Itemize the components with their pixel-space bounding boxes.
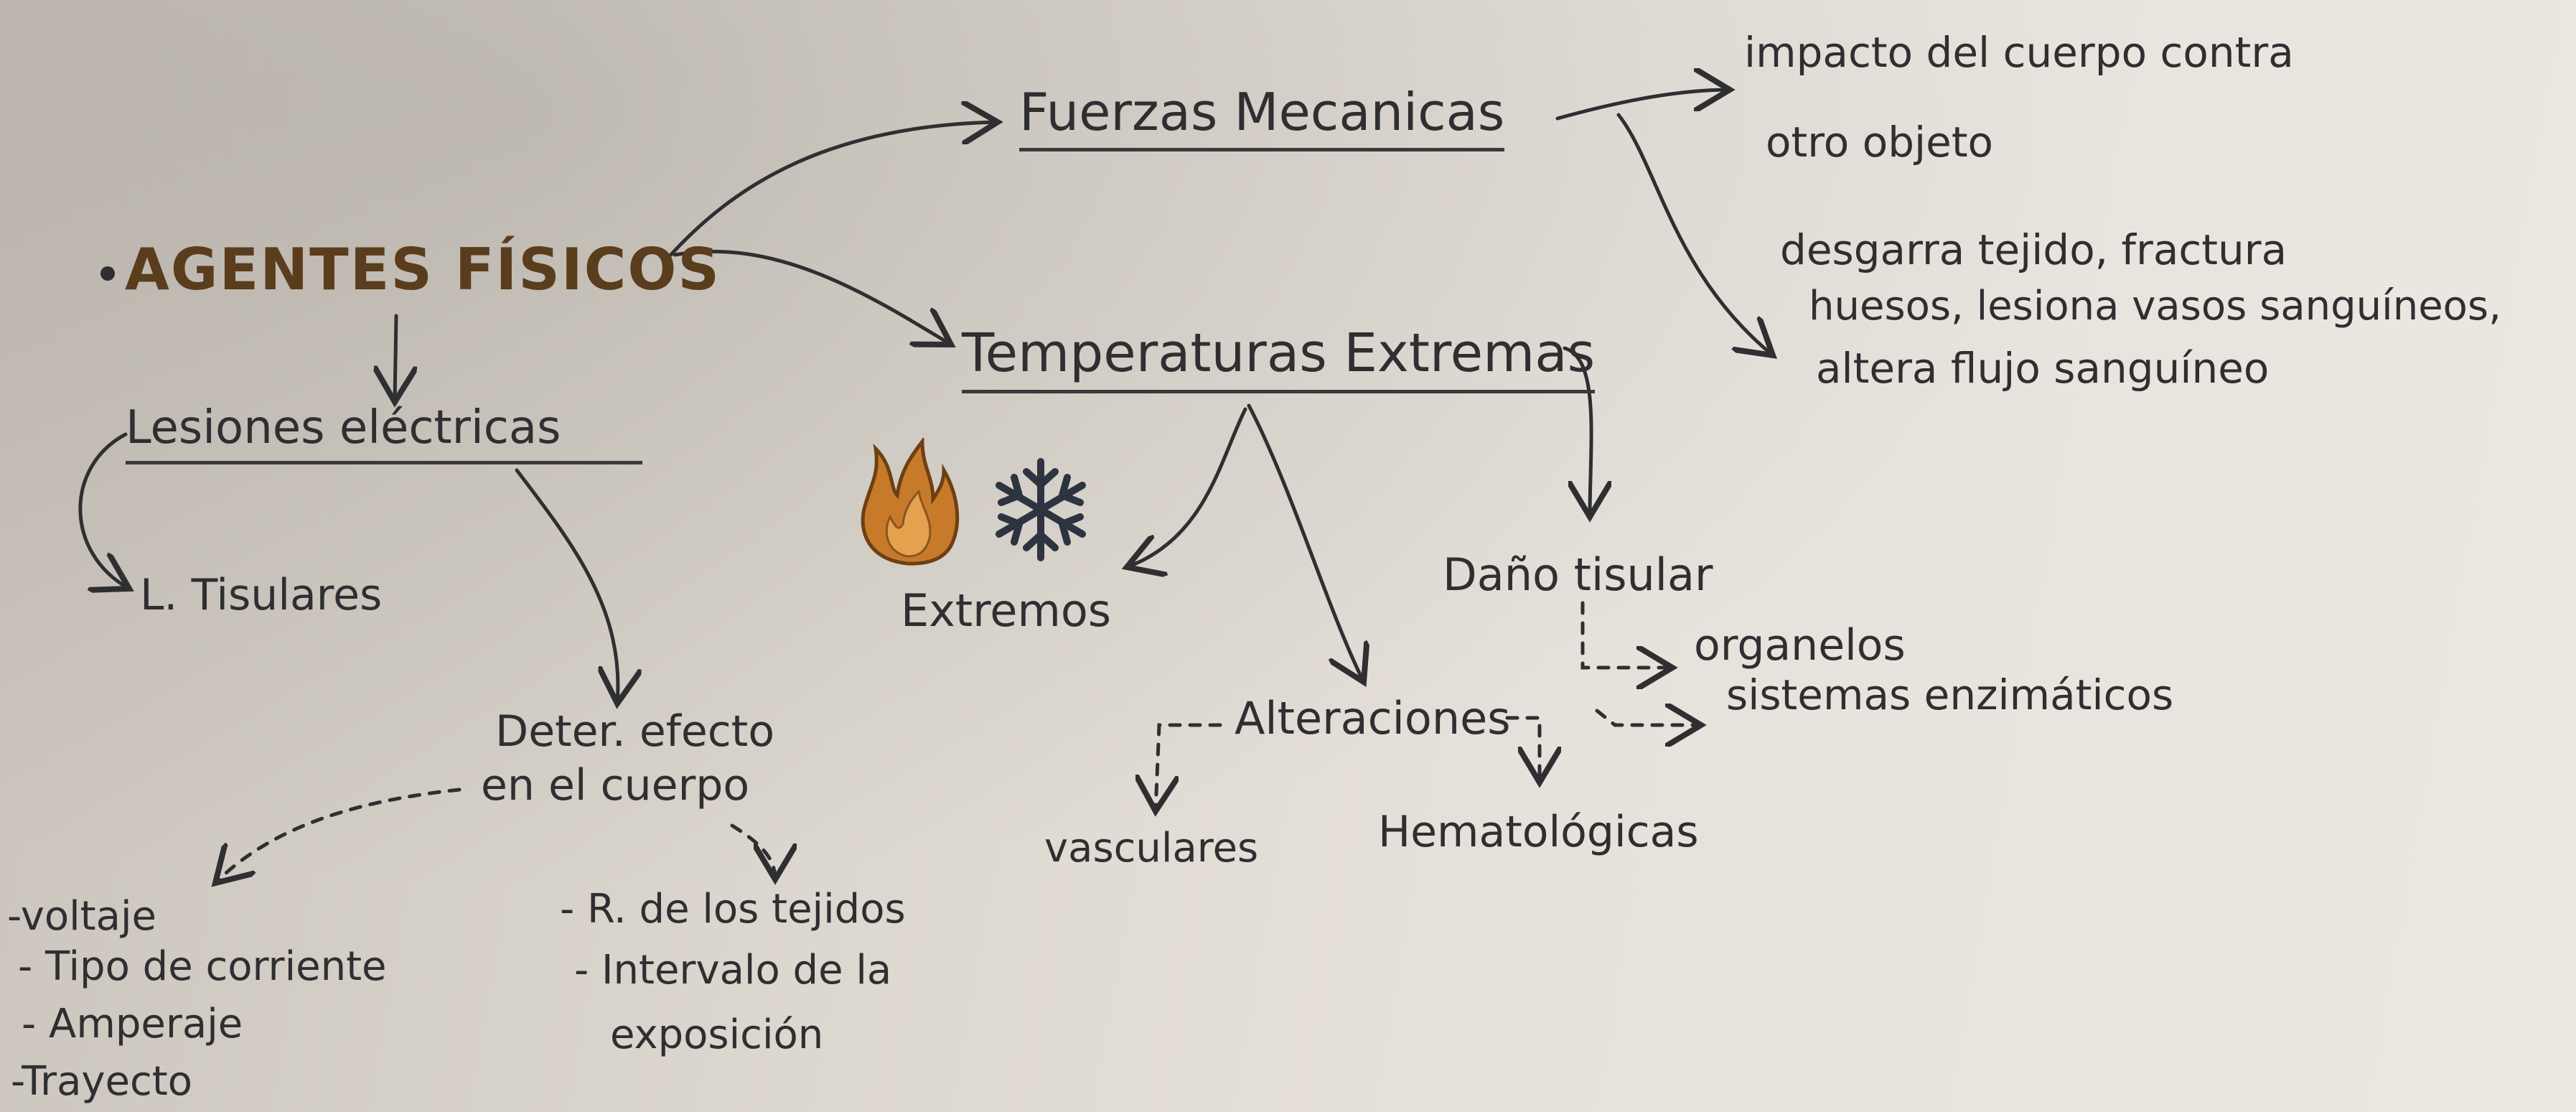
- determine-effect-line2: en el cuerpo: [481, 760, 750, 810]
- mechanical-forces-node: Fuerzas Mecanicas: [1019, 83, 1505, 151]
- tissue-damage-node: Daño tisular: [1443, 548, 1713, 601]
- mechanical-effect-impact-line2: otro objeto: [1766, 118, 1994, 167]
- dash-determine-right: [730, 823, 775, 879]
- factor-exposure-interval: - Intervalo de la: [574, 947, 892, 994]
- determine-effect-line1: Deter. efecto: [495, 706, 775, 757]
- enzymatic-systems-label: sistemas enzimáticos: [1726, 671, 2174, 719]
- hematologic-label: Hematológicas: [1378, 807, 1699, 857]
- arrow-mechanical-damage: [1616, 113, 1773, 355]
- factor-path: -Trayecto: [11, 1058, 192, 1105]
- factor-amperage: - Amperaje: [22, 1001, 243, 1047]
- organelles-label: organelos: [1694, 620, 1906, 671]
- arrow-temperature-alterations: [1247, 403, 1364, 682]
- factor-current-type: - Tipo de corriente: [18, 943, 387, 990]
- factor-exposure-label: exposición: [610, 1011, 824, 1058]
- vascular-label: vasculares: [1044, 825, 1259, 872]
- arrow-root-temperature: [673, 249, 951, 345]
- arrow-root-electrical: [395, 314, 396, 402]
- electrical-injuries-node: Lesiones eléctricas: [126, 401, 642, 464]
- arrow-temperature-extremes: [1127, 407, 1247, 567]
- extremes-label: Extremos: [901, 584, 1112, 637]
- factor-tissue-resistance: - R. de los tejidos: [560, 886, 906, 933]
- alterations-node: Alteraciones: [1235, 692, 1511, 744]
- bullet-dot: [100, 266, 115, 281]
- factor-voltage: -voltaje: [7, 893, 156, 940]
- arrow-electrical-determine: [515, 468, 618, 704]
- dash-damage-enzymes: [1595, 711, 1701, 725]
- arrow-root-mechanical: [665, 122, 998, 261]
- dash-determine-left: [215, 788, 462, 883]
- dash-alterations-vascular: [1156, 723, 1222, 811]
- flame-icon: [861, 438, 960, 566]
- snowflake-icon: [996, 458, 1086, 561]
- arrow-mechanical-impact: [1555, 90, 1730, 121]
- mechanical-effect-impact-line1: impacto del cuerpo contra: [1744, 28, 2294, 77]
- tissue-injuries-label: L. Tisulares: [140, 570, 383, 620]
- mechanical-effect-damage-line3: altera flujo sanguíneo: [1816, 344, 2270, 393]
- arrow-temperature-damage: [1563, 346, 1591, 517]
- arrow-electrical-tissue: [78, 432, 129, 589]
- mechanical-effect-damage-line1: desgarra tejido, fractura: [1780, 225, 2287, 274]
- root-label: AGENTES FÍSICOS: [125, 236, 721, 303]
- dash-damage-organelles: [1580, 601, 1672, 668]
- extreme-temperatures-node: Temperaturas Extremas: [962, 322, 1596, 394]
- root-node: AGENTES FÍSICOS: [100, 237, 721, 303]
- mechanical-effect-damage-line2: huesos, lesiona vasos sanguíneos,: [1809, 283, 2501, 330]
- dash-alterations-hematologic: [1505, 716, 1540, 782]
